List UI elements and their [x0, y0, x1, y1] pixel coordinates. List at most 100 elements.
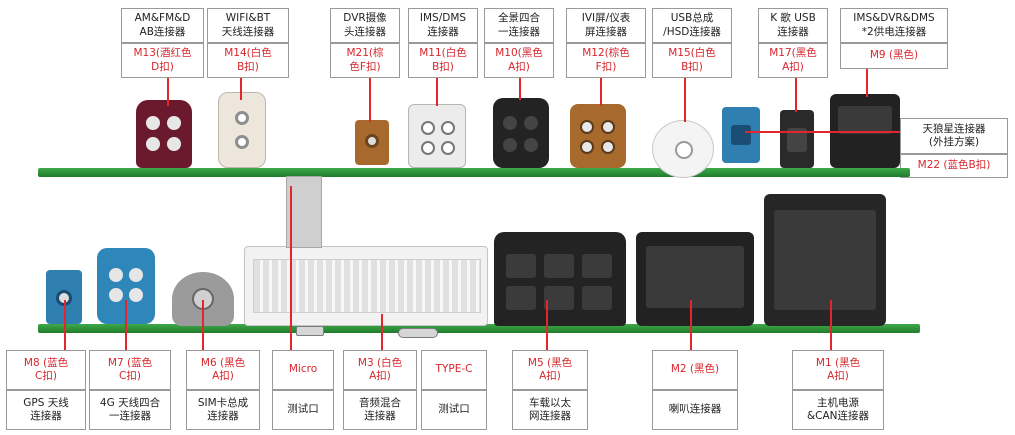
m11-connector-white [408, 104, 466, 168]
m5-port [506, 286, 536, 310]
m5-port [544, 286, 574, 310]
m13-pin [146, 116, 160, 130]
m21-pin [365, 134, 379, 148]
m11-code-label: M11(白色 B扣) [408, 43, 478, 78]
m12-pin [601, 120, 615, 134]
m13-pin [167, 137, 181, 151]
m14-code-label: M14(白色 B扣) [207, 43, 289, 78]
m17-pointer-line [795, 78, 797, 112]
m13-code-label: M13(酒红色 D扣) [121, 43, 204, 78]
typec-name-label: 测试口 [421, 390, 487, 430]
m12-pointer-line [600, 78, 602, 106]
m11-name-label: IMS/DMS 连接器 [408, 8, 478, 43]
m6-pointer-line [202, 300, 204, 350]
m2-connector-black [636, 232, 754, 326]
m13-name-label: AM&FM&D AB连接器 [121, 8, 204, 43]
m21-code-label: M21(棕 色F扣) [330, 43, 400, 78]
m15-pin [675, 141, 693, 159]
m11-pin [421, 141, 435, 155]
m6-code-label: M6 (黑色 A扣) [186, 350, 260, 390]
m9-pointer-line [866, 69, 868, 97]
m22-connector-blue [722, 107, 760, 163]
m3-pointer-line [381, 314, 383, 350]
m14-name-label: WIFI&BT 天线连接器 [207, 8, 289, 43]
m2-name-label: 喇叭连接器 [652, 390, 738, 430]
m5-name-label: 车载以太 网连接器 [512, 390, 588, 430]
m2-code-label: M2 (黑色) [652, 350, 738, 390]
m10-pin [503, 138, 517, 152]
m21-name-label: DVR摄像 头连接器 [330, 8, 400, 43]
m1-socket [774, 210, 876, 310]
m14-pin [235, 111, 249, 125]
micro-code-label: Micro [272, 350, 334, 390]
m11-pointer-line [436, 78, 438, 106]
m10-name-label: 全景四合 一连接器 [484, 8, 554, 43]
m9-socket [838, 106, 892, 134]
m22-name-label: 天狼星连接器 (外挂方案) [900, 118, 1008, 154]
m22-socket [731, 125, 751, 145]
m12-connector-brown [570, 104, 626, 168]
m17-connector-black [780, 110, 814, 168]
m5-port [582, 286, 612, 310]
m15-code-label: M15(白色 B扣) [652, 43, 732, 78]
m5-port [506, 254, 536, 278]
m14-pin [235, 135, 249, 149]
m10-pin [524, 116, 538, 130]
m10-pointer-line [519, 78, 521, 100]
m22-pointer-line [745, 131, 900, 133]
m7-pin [109, 288, 123, 302]
m10-pin [503, 116, 517, 130]
m3-pin-array [253, 259, 481, 313]
m14-pointer-line [240, 78, 242, 100]
m5-pointer-line [546, 300, 548, 350]
m9-code-label: M9 (黑色) [840, 43, 948, 69]
m21-pointer-line [369, 78, 371, 122]
m2-socket [646, 246, 744, 308]
m1-connector-black [764, 194, 886, 326]
m12-pin [601, 140, 615, 154]
m22-code-label: M22 (蓝色B扣) [900, 154, 1008, 178]
m6-name-label: SIM卡总成 连接器 [186, 390, 260, 430]
m8-pointer-line [64, 300, 66, 350]
m17-name-label: K 歌 USB 连接器 [758, 8, 828, 43]
m10-code-label: M10(黑色 A扣) [484, 43, 554, 78]
m5-port [582, 254, 612, 278]
m5-port [544, 254, 574, 278]
m7-code-label: M7 (蓝色 C扣) [89, 350, 171, 390]
m1-pointer-line [830, 300, 832, 350]
m9-name-label: IMS&DVR&DMS *2供电连接器 [840, 8, 948, 43]
m12-name-label: IVI屏/仪表 屏连接器 [566, 8, 646, 43]
top-pcb-board [38, 168, 910, 177]
m12-pin [580, 140, 594, 154]
m8-name-label: GPS 天线 连接器 [6, 390, 86, 430]
type-c-port [398, 328, 438, 338]
m3-name-label: 音频混合 连接器 [343, 390, 417, 430]
m5-code-label: M5 (黑色 A扣) [512, 350, 588, 390]
m2-pointer-line [690, 300, 692, 350]
micro-pointer-line [290, 186, 292, 350]
m17-code-label: M17(黑色 A扣) [758, 43, 828, 78]
micro-usb-port [296, 326, 324, 336]
m15-pointer-line [684, 78, 686, 122]
m3-code-label: M3 (白色 A扣) [343, 350, 417, 390]
m17-socket [787, 128, 807, 152]
m14-connector-white [218, 92, 266, 168]
m11-pin [421, 121, 435, 135]
micro-name-label: 测试口 [272, 390, 334, 430]
m15-name-label: USB总成 /HSD连接器 [652, 8, 732, 43]
m7-pointer-line [125, 300, 127, 350]
m10-pin [524, 138, 538, 152]
m7-connector-blue [97, 248, 155, 324]
m7-pin [129, 268, 143, 282]
m21-connector-brown [355, 120, 389, 165]
m12-pin [580, 120, 594, 134]
m11-pin [441, 141, 455, 155]
m7-name-label: 4G 天线四合 一连接器 [89, 390, 171, 430]
m1-code-label: M1 (黑色 A扣) [792, 350, 884, 390]
m13-pointer-line [167, 78, 169, 106]
m11-pin [441, 121, 455, 135]
m3-connector-white [244, 246, 488, 326]
m5-connector-black [494, 232, 626, 326]
m8-code-label: M8 (蓝色 C扣) [6, 350, 86, 390]
m15-connector-white [652, 120, 714, 178]
